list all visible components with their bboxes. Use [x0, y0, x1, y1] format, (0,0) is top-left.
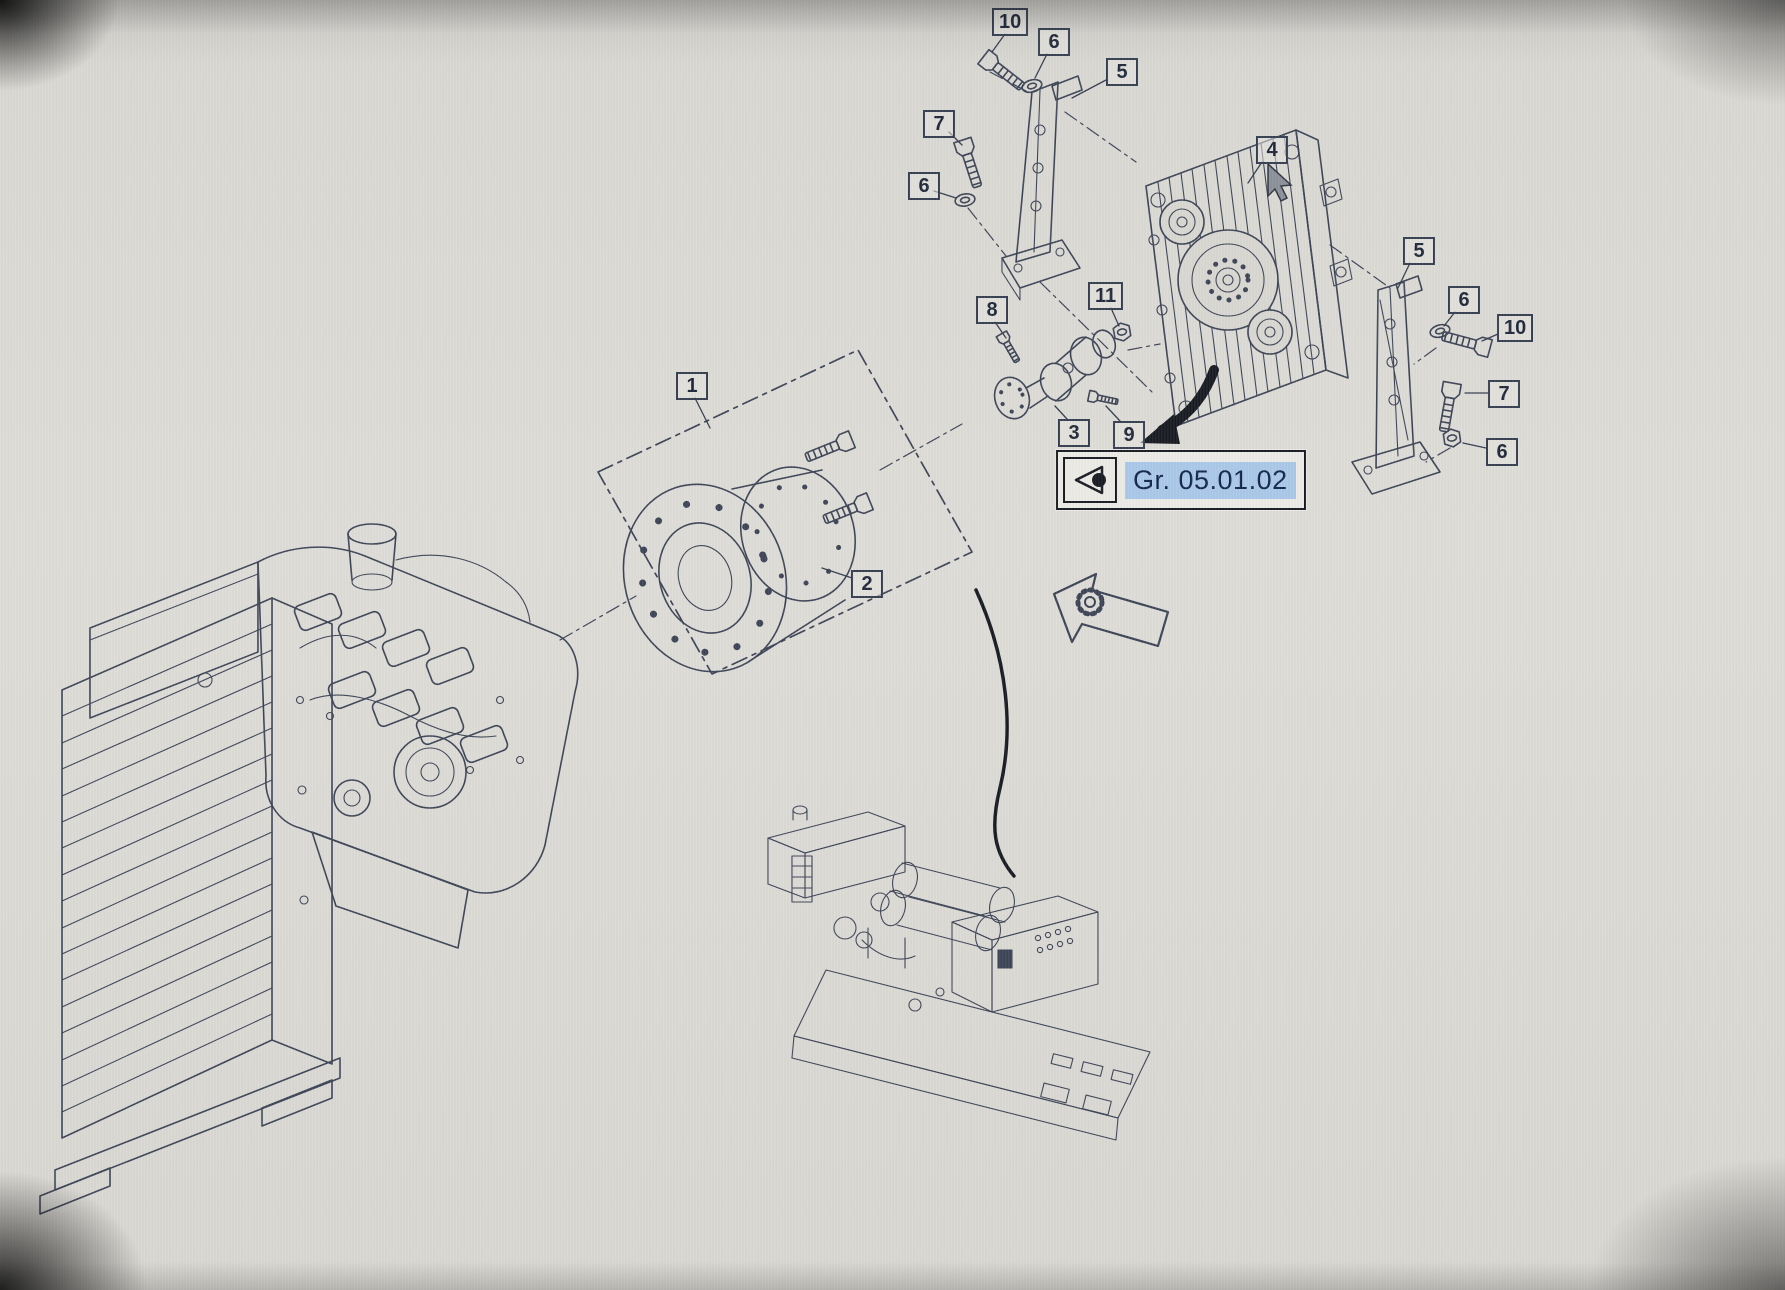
callout-part-1[interactable]: 1 [676, 372, 708, 400]
callout-label: 6 [1496, 441, 1508, 463]
universal-joint-assembly [989, 320, 1160, 423]
callout-label: 11 [1095, 285, 1117, 307]
callout-part-9[interactable]: 9 [1113, 421, 1145, 449]
callout-label: 8 [986, 299, 998, 321]
callout-label: 2 [861, 573, 873, 595]
right-mounting-bracket [1330, 245, 1494, 494]
callout-part-6[interactable]: 6 [908, 172, 940, 200]
callout-label: 6 [1048, 31, 1060, 53]
curved-arrow-icon [1140, 370, 1214, 444]
callout-label: 9 [1123, 424, 1135, 446]
reference-link-gr-05-01-02[interactable]: Gr. 05.01.02 [1056, 450, 1306, 510]
callout-label: 5 [1116, 61, 1128, 83]
callout-label: 3 [1068, 422, 1080, 444]
machine-overview-drawing [768, 806, 1150, 1140]
callout-label: 10 [1504, 317, 1527, 339]
callout-label: 5 [1413, 240, 1425, 262]
drive-hub-assembly [560, 350, 972, 693]
callout-part-5[interactable]: 5 [1106, 58, 1138, 86]
callout-part-10[interactable]: 10 [1497, 314, 1534, 342]
callout-part-10[interactable]: 10 [992, 8, 1029, 36]
callout-label: 7 [1498, 383, 1510, 405]
callout-label: 10 [999, 11, 1022, 33]
callout-part-4[interactable]: 4 [1256, 136, 1288, 164]
callout-part-6[interactable]: 6 [1448, 286, 1480, 314]
callout-label: 6 [1458, 289, 1470, 311]
reference-label: Gr. 05.01.02 [1125, 461, 1296, 499]
callout-label: 6 [918, 175, 930, 197]
pointer-curve [976, 590, 1014, 876]
callout-part-2[interactable]: 2 [851, 570, 883, 598]
eye-icon [1063, 457, 1117, 503]
callout-label: 4 [1266, 139, 1278, 161]
engine-radiator-drawing [40, 524, 578, 1214]
callout-part-5[interactable]: 5 [1403, 237, 1435, 265]
callout-part-6[interactable]: 6 [1038, 28, 1070, 56]
callout-part-7[interactable]: 7 [923, 110, 955, 138]
callout-part-6[interactable]: 6 [1486, 438, 1518, 466]
callout-label: 7 [933, 113, 945, 135]
callout-part-8[interactable]: 8 [976, 296, 1008, 324]
callout-label: 1 [686, 375, 698, 397]
callout-part-3[interactable]: 3 [1058, 419, 1090, 447]
mouse-cursor-icon [1268, 164, 1291, 201]
gear-arrow-icon[interactable] [1054, 574, 1168, 646]
callout-part-7[interactable]: 7 [1488, 380, 1520, 408]
pump-drive-plate [1146, 130, 1352, 426]
callout-part-11[interactable]: 11 [1088, 282, 1124, 310]
